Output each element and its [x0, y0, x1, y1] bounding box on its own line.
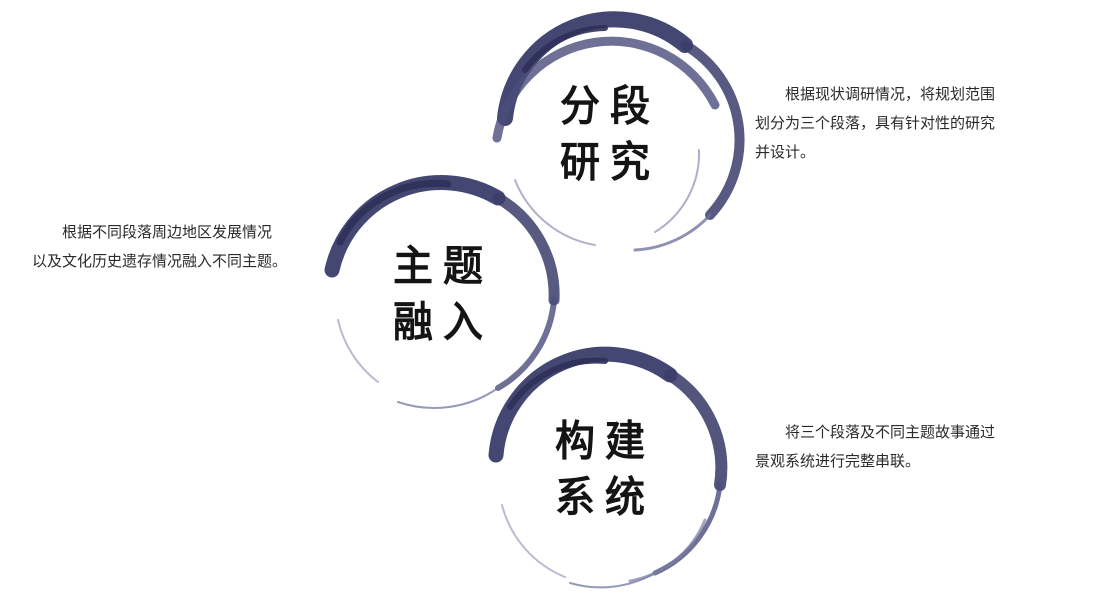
desc-line: 将三个段落及不同主题故事通过 [785, 423, 996, 441]
node-title-theme-integration: 主题 融入 [318, 170, 568, 420]
node-title-line2: 融入 [393, 297, 493, 348]
ring-theme-integration: 主题 融入 [318, 170, 568, 420]
desc-line: 划分为三个段落，具有针对性的研究 [755, 114, 996, 132]
ring-segment-research: 分段 研究 [485, 10, 745, 260]
ink-brush-circle [324, 175, 560, 409]
desc-segment-research: 根据现状调研情况，将规划范围 划分为三个段落，具有针对性的研究 并设计。 [755, 80, 995, 167]
node-title-line1: 分段 [560, 81, 660, 132]
ink-brush-circle [488, 346, 728, 589]
desc-theme-integration: 根据不同段落周边地区发展情况 以及文化历史遗存情况融入不同主题。 [32, 218, 287, 276]
node-title-line2: 研究 [560, 137, 660, 188]
node-title-segment-research: 分段 研究 [485, 10, 735, 260]
desc-line: 景观系统进行完整串联。 [755, 452, 921, 470]
desc-build-system: 将三个段落及不同主题故事通过 景观系统进行完整串联。 [755, 418, 995, 476]
ring-build-system: 构建 系统 [480, 345, 730, 595]
node-title-line1: 主题 [393, 241, 493, 292]
desc-line: 以及文化历史遗存情况融入不同主题。 [32, 252, 288, 270]
node-title-build-system: 构建 系统 [480, 345, 730, 595]
ink-brush-circle [492, 11, 745, 252]
node-title-line2: 系统 [555, 472, 655, 523]
desc-line: 根据现状调研情况，将规划范围 [785, 85, 996, 103]
node-title-line1: 构建 [555, 416, 655, 467]
desc-line: 并设计。 [755, 143, 816, 161]
desc-line: 根据不同段落周边地区发展情况 [62, 223, 273, 241]
